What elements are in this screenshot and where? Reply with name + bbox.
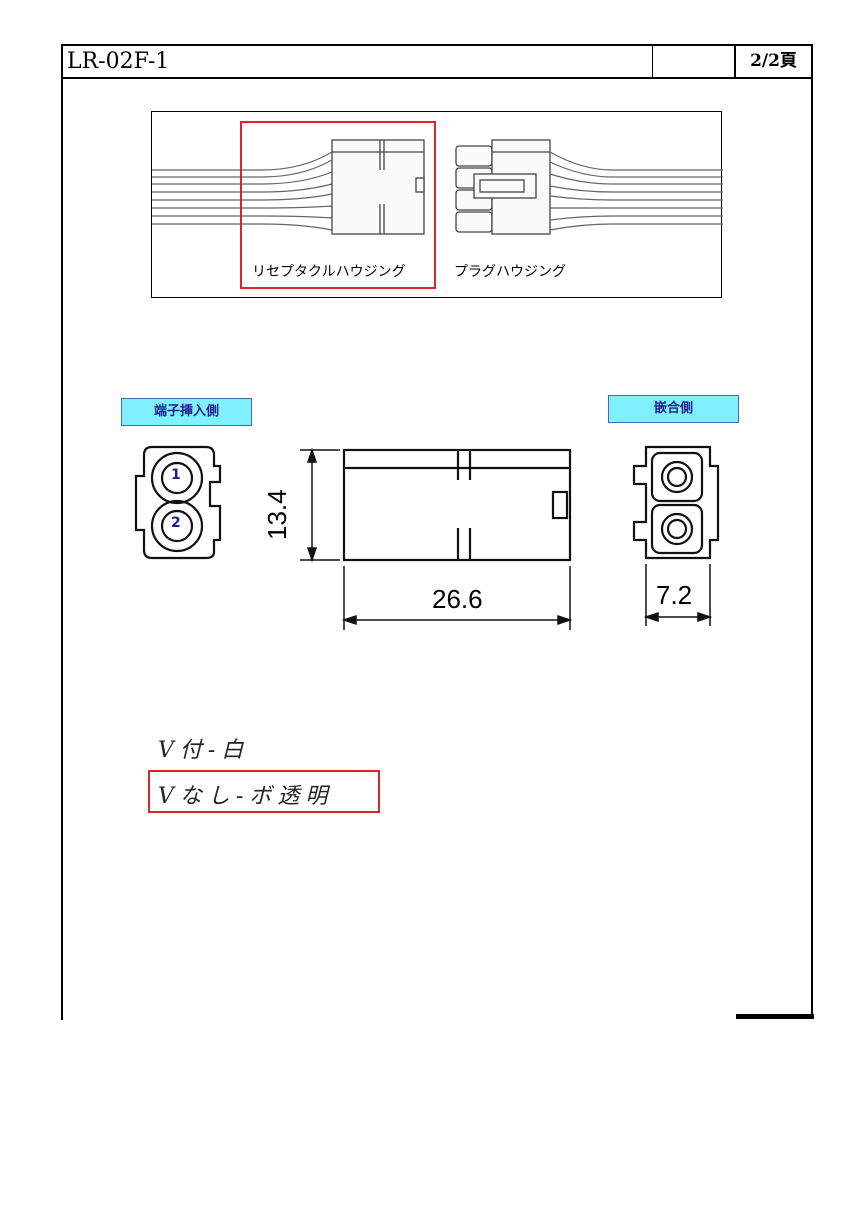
page-number: 2/2頁 [750, 51, 797, 71]
connector-photo-illustration [152, 139, 723, 235]
frame-corner-mark [736, 1014, 814, 1019]
side-view [342, 448, 572, 562]
mating-side-view [632, 445, 720, 560]
pin-2-number: 2 [171, 515, 181, 531]
mating-side-tag: 嵌合側 [608, 395, 739, 423]
doc-code: LR-02F-1 [63, 46, 653, 77]
height-dimension: 13.4 [262, 489, 292, 540]
pin-1-number: 1 [171, 467, 181, 483]
housing-drawing [134, 445, 720, 630]
plug-housing [455, 139, 551, 235]
receptacle-housing-label: リセプタクルハウジング [252, 264, 406, 280]
handwritten-highlight-box [148, 770, 380, 813]
receptacle-housing [331, 139, 425, 235]
receptacle-highlight-box [240, 121, 436, 289]
receptacle-wires [152, 151, 333, 231]
dimension-lines [300, 447, 713, 630]
width-dimension: 7.2 [656, 580, 693, 610]
insert-side-view [134, 445, 222, 560]
connector-photo: リセプタクルハウジング プラグハウジング [151, 111, 723, 298]
handwritten-note-2: Vなし-ボ透明 [158, 784, 334, 809]
length-dimension: 26.6 [432, 584, 483, 614]
plug-wires [549, 151, 723, 231]
plug-housing-label: プラグハウジング [454, 264, 566, 280]
document-header: LR-02F-1 2/2頁 [61, 44, 813, 79]
header-blank-cell [653, 46, 736, 77]
insert-side-tag: 端子挿入側 [121, 398, 252, 426]
handwritten-note-1: V付-白 [158, 738, 250, 763]
frame-left-end [61, 1014, 63, 1020]
